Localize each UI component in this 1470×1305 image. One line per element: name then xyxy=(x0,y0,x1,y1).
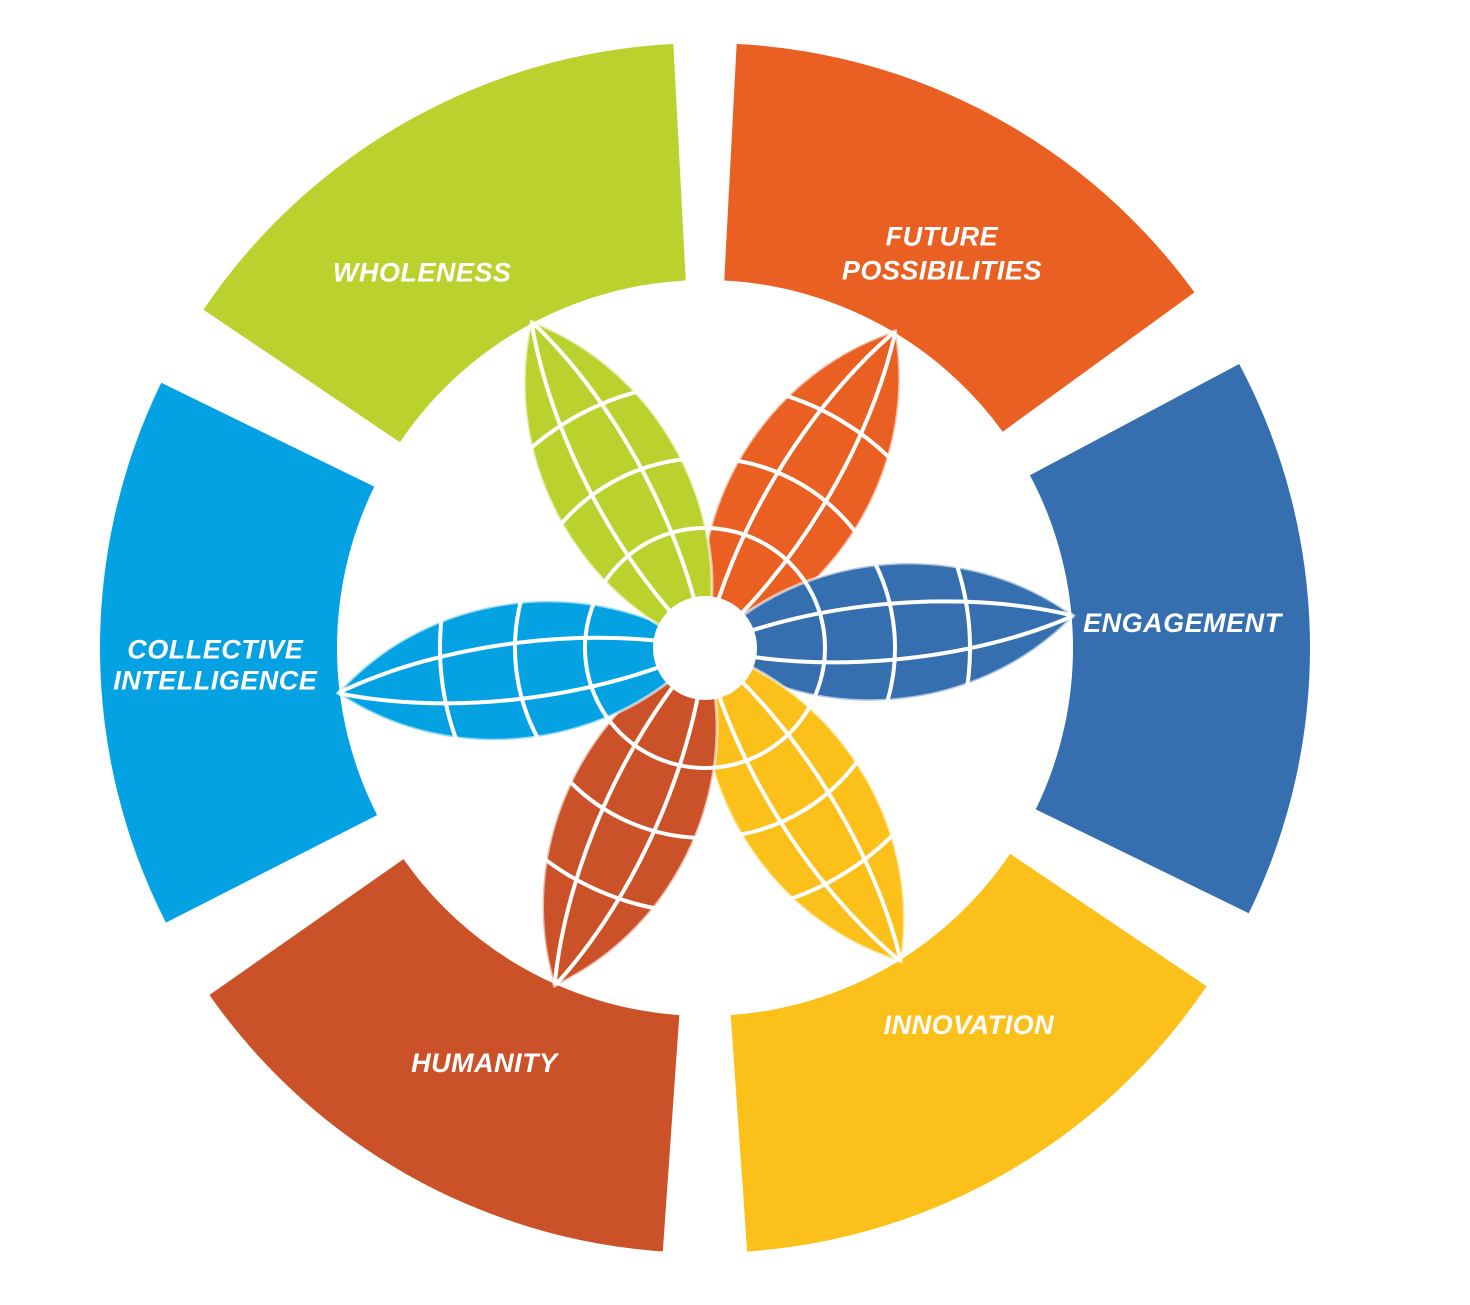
petal-shape xyxy=(701,648,905,962)
petal-wholeness xyxy=(471,319,766,680)
petal-shape xyxy=(524,321,713,648)
petal-arc xyxy=(513,580,714,761)
outer-ring xyxy=(100,43,1310,1252)
petal-arc xyxy=(647,611,897,840)
segment-label-wholeness: WHOLENESS xyxy=(333,258,512,288)
segment-label-innovation: INNOVATION xyxy=(884,1010,1055,1040)
petal-outline xyxy=(541,645,719,989)
segment-label-humanity: HUMANITY xyxy=(411,1048,560,1078)
petal-shape xyxy=(705,563,1074,701)
petal-shape xyxy=(542,648,717,987)
petal-arc xyxy=(699,548,972,716)
center-flower xyxy=(335,319,1076,989)
petal-arc xyxy=(471,380,766,680)
petal-arc xyxy=(583,620,768,770)
petal-arc xyxy=(513,620,768,840)
petal-arc xyxy=(647,611,827,770)
petal-arc xyxy=(699,548,827,716)
segment-label-future-possibilities: FUTURE POSSIBILITIES xyxy=(842,222,1042,286)
ring-segment-collective-intelligence xyxy=(100,382,378,923)
ring-segment-humanity xyxy=(209,859,680,1252)
ring-segment-wholeness xyxy=(203,43,686,443)
segment-labels: FUTURE POSSIBILITIES ENGAGEMENT INNOVATION H… xyxy=(113,222,1283,1078)
petal-shape xyxy=(700,330,900,648)
petal-collective-intelligence xyxy=(335,580,714,761)
segment-label-line: COLLECTIVE xyxy=(127,635,303,665)
ring-segment-engagement xyxy=(1029,363,1310,914)
ring-segment-innovation xyxy=(730,853,1207,1252)
petal-arc xyxy=(647,611,959,915)
petal-arc xyxy=(438,580,714,761)
ring-segment-future-possibilities xyxy=(724,43,1195,432)
segment-label-line: INTELLIGENCE xyxy=(113,666,317,696)
petal-arc xyxy=(513,456,766,680)
petal-arc xyxy=(646,456,897,684)
segment-label-line: FUTURE xyxy=(886,222,999,252)
petal-outline xyxy=(700,646,906,964)
petal-shape xyxy=(337,600,705,741)
petal-arc xyxy=(699,548,897,716)
segment-label-line: POSSIBILITIES xyxy=(842,256,1042,286)
petal-arc xyxy=(492,620,768,915)
segment-label-line: ENGAGEMENT xyxy=(1083,608,1284,638)
center-disc xyxy=(653,596,757,700)
petal-outline xyxy=(335,599,708,742)
segment-label-line: HUMANITY xyxy=(411,1048,560,1078)
petal-future-possibilities xyxy=(646,328,954,684)
petal-arc xyxy=(583,526,766,680)
segment-label-line: INNOVATION xyxy=(884,1010,1055,1040)
segment-label-engagement: ENGAGEMENT xyxy=(1083,608,1284,638)
petal-arc xyxy=(646,381,954,684)
petal-arc xyxy=(583,580,714,761)
segment-label-line: WHOLENESS xyxy=(333,258,512,288)
petal-engagement xyxy=(699,548,1076,716)
petal-outline xyxy=(702,561,1076,703)
petal-outline xyxy=(522,319,714,651)
petal-arc xyxy=(646,526,827,684)
